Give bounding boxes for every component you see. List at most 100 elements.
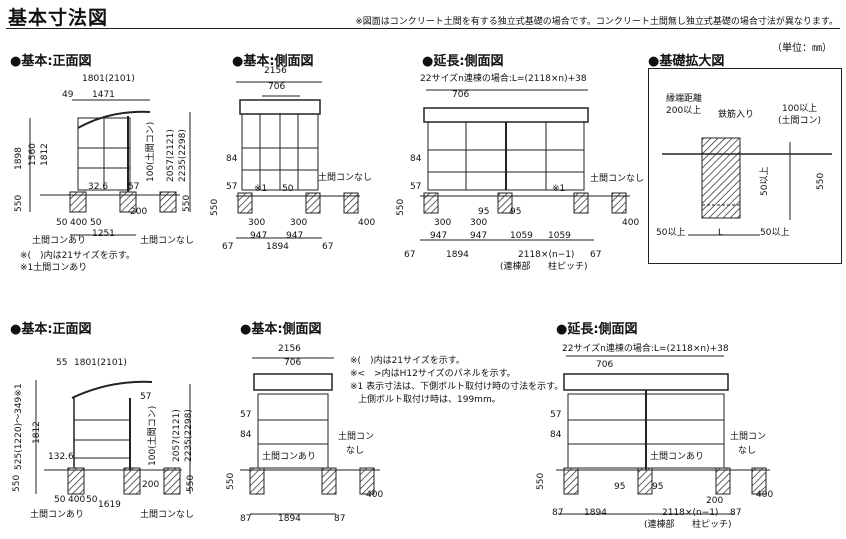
- dim-706: 706: [268, 82, 286, 92]
- dim-706: 706: [284, 358, 302, 368]
- dim-50b: 50: [86, 495, 98, 505]
- dim-67a: 67: [404, 250, 416, 260]
- dim-550: 550: [536, 472, 546, 490]
- dim-2235: 2235(2298): [178, 129, 188, 182]
- dim-2156: 2156: [278, 344, 301, 354]
- label-pitch: 柱ピッチ): [548, 262, 588, 272]
- dim-400: 400: [366, 490, 384, 500]
- label-without-concrete: 土間コンなし: [140, 236, 195, 246]
- note-21-size: ※( )内は21サイズを示す。: [350, 356, 465, 366]
- unit-label: （単位：㎜）: [772, 43, 832, 54]
- dim-edge-200: 200以上: [666, 106, 702, 116]
- formula: 22サイズn連棟の場合:L=(2118×n)+38: [420, 74, 587, 84]
- dim-400: 400: [756, 490, 774, 500]
- dim-2057: 2057(2121): [172, 409, 182, 462]
- dim-550: 550: [226, 472, 236, 490]
- dim-1619: 1619: [98, 500, 121, 510]
- dim-50: 50: [54, 495, 66, 505]
- dim-87a: 87: [552, 508, 564, 518]
- dim-132-6: 132.6: [48, 452, 74, 462]
- dim-300b: 300: [290, 218, 308, 228]
- dim-50: 50: [56, 218, 68, 228]
- label-with-concrete: 土間コンあり: [32, 236, 87, 246]
- dim-L: L: [718, 228, 724, 238]
- label-no-concrete-b: なし: [738, 446, 757, 456]
- dim-550: 550: [12, 474, 22, 492]
- foundation-frame: [648, 68, 842, 264]
- note-21-size: ※( )内は21サイズを示す。: [20, 251, 135, 261]
- dim-100-concrete: 100(土間コン): [146, 121, 156, 182]
- dim-95a: 95: [478, 207, 490, 217]
- label-no-concrete-a: 土間コン: [730, 432, 767, 442]
- section-bot-side: ●基本:側面図: [240, 322, 322, 337]
- dim-349: 525(1220)〜349※1: [14, 383, 24, 470]
- dim-2057: 2057(2121): [166, 129, 176, 182]
- label-pitch: 柱ピッチ): [692, 520, 732, 530]
- dim-1471: 1471: [92, 90, 115, 100]
- dim-67b: 67: [590, 250, 602, 260]
- note-h12: ※< >内はH12サイズのパネルを示す。: [350, 369, 516, 379]
- label-top-concrete: (土間コン): [778, 116, 822, 126]
- dim-400: 400: [622, 218, 640, 228]
- dim-1812: 1812: [32, 421, 42, 444]
- dim-84: 84: [550, 430, 562, 440]
- dim-1898: 1898: [14, 147, 24, 170]
- dim-87a: 87: [240, 514, 252, 524]
- label-with-concrete: 土間コンあり: [262, 452, 317, 462]
- dim-1059b: 1059: [548, 231, 571, 241]
- dim-55: 55: [56, 358, 68, 368]
- dim-49: 49: [62, 90, 74, 100]
- dim-947b: 947: [470, 231, 488, 241]
- dim-50b: 50: [90, 218, 102, 228]
- note-star1: ※1土間コンあり: [20, 263, 88, 273]
- dim-57: 57: [550, 410, 562, 420]
- dim-50-left: 50以上: [656, 228, 686, 238]
- dim-2235: 2235(2298): [184, 409, 194, 462]
- label-no-concrete: 土間コンなし: [590, 174, 645, 184]
- dim-706: 706: [596, 360, 614, 370]
- dim-1894: 1894: [278, 514, 301, 524]
- dim-95b: 95: [652, 482, 664, 492]
- dim-width-total: 1801(2101): [82, 74, 135, 84]
- section-top-foundation: ●基礎拡大図: [648, 54, 725, 69]
- dim-50-right: 50以上: [760, 228, 790, 238]
- title-rule: [6, 28, 840, 29]
- label-joint: (連棟部: [644, 520, 675, 530]
- dim-947a: 947: [430, 231, 448, 241]
- dim-550-right: 550: [182, 194, 192, 212]
- label-no-concrete-a: 土間コン: [338, 432, 375, 442]
- dim-95b: 95: [510, 207, 522, 217]
- dim-57: 57: [410, 182, 422, 192]
- label-no-concrete-b: なし: [346, 446, 365, 456]
- label-with-concrete: 土間コンあり: [650, 452, 705, 462]
- note-upper-bolt: 上側ボルト取付け時は、199mm。: [358, 395, 501, 405]
- section-top-front: ●基本:正面図: [10, 54, 92, 69]
- label-rebar: 鉄筋入り: [718, 110, 755, 120]
- dim-57: 57: [128, 182, 140, 192]
- dim-947b: 947: [286, 231, 304, 241]
- dim-550: 550: [396, 198, 406, 216]
- label-without-concrete: 土間コンなし: [140, 510, 195, 520]
- dim-706: 706: [452, 90, 470, 100]
- dim-300a: 300: [434, 218, 452, 228]
- dim-95a: 95: [614, 482, 626, 492]
- dim-67a: 67: [222, 242, 234, 252]
- label-no-concrete: 土間コンなし: [318, 173, 373, 183]
- dim-84: 84: [226, 154, 238, 164]
- dim-2118n: 2118×(n−1): [662, 508, 719, 518]
- dim-200: 200: [130, 207, 148, 217]
- dim-400: 400: [68, 495, 86, 505]
- dim-67b: 67: [322, 242, 334, 252]
- dim-1059a: 1059: [510, 231, 533, 241]
- star-1: ※1: [552, 184, 566, 194]
- dim-57: 57: [226, 182, 238, 192]
- dim-300a: 300: [248, 218, 266, 228]
- dim-1251: 1251: [92, 229, 115, 239]
- dim-50: 50: [282, 184, 294, 194]
- dim-84: 84: [410, 154, 422, 164]
- section-bot-ext: ●延長:側面図: [556, 322, 638, 337]
- star-1: ※1: [254, 184, 268, 194]
- dim-550: 550: [816, 172, 826, 190]
- section-bot-front: ●基本:正面図: [10, 322, 92, 337]
- dim-100-concrete: 100(土間コン): [148, 405, 158, 466]
